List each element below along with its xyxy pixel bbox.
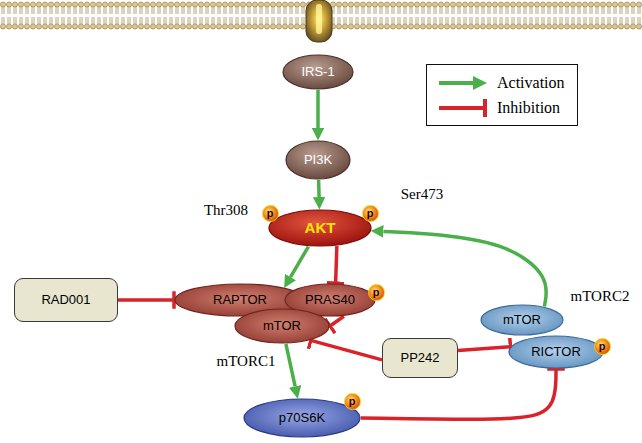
legend-row: Activation: [437, 70, 565, 95]
legend-label: Inhibition: [497, 99, 560, 117]
node-outline: [481, 305, 563, 335]
node-label: IRS-1: [301, 65, 334, 80]
activation-arrow: [316, 90, 320, 128]
inhibition-arrow: [118, 298, 174, 302]
kinase-oval: p70S6K: [243, 398, 361, 438]
node-label: PRAS40: [305, 293, 355, 308]
complex-label: mTORC1: [217, 353, 276, 370]
activation-arrow: [290, 247, 308, 278]
kinase-oval: AKT: [268, 209, 372, 247]
node-label: mTOR: [503, 313, 541, 328]
legend-row: Inhibition: [437, 95, 565, 120]
drug-box: PP242: [382, 338, 458, 378]
phospho-mark: p: [594, 338, 611, 355]
node-label: PI3K: [304, 153, 332, 168]
site-label: Thr308: [204, 202, 248, 219]
inhibition-sample: [437, 99, 489, 117]
activation-arrow: [383, 231, 546, 306]
activation-sample: [437, 74, 489, 92]
drug-box: RAD001: [14, 278, 118, 322]
adaptor-protein: IRS-1: [282, 54, 354, 90]
node-label: RICTOR: [531, 345, 581, 360]
activation-arrow: [286, 344, 295, 386]
node-outline: [235, 309, 329, 343]
complex-subunit: RICTOR: [508, 335, 604, 369]
kinase-oval: PI3K: [285, 140, 351, 180]
inhibition-arrow: [458, 347, 510, 351]
node-label: AKT: [305, 219, 336, 236]
phospho-mark: p: [262, 205, 279, 222]
inhibition-arrow: [336, 246, 337, 283]
node-outline: [509, 336, 603, 368]
legend-label: Activation: [497, 74, 565, 92]
inhibition-arrow: [330, 316, 344, 326]
node-label: RAPTOR: [213, 293, 267, 308]
node-outline: [244, 399, 360, 437]
receptor-channel: [316, 4, 322, 34]
node-outline: [269, 210, 371, 246]
complex-subunit: mTOR: [234, 308, 330, 344]
inhibition-arrow: [311, 340, 382, 360]
legend-box: ActivationInhibition: [426, 64, 578, 126]
phospho-mark: p: [368, 284, 385, 301]
node-outline: [283, 55, 353, 89]
receptor: [306, 0, 332, 42]
complex-subunit: mTOR: [480, 304, 564, 336]
node-label: RAD001: [41, 293, 90, 308]
node-outline: [286, 141, 350, 179]
node-label: PP242: [400, 351, 439, 366]
node-label: p70S6K: [279, 411, 325, 426]
activation-arrow: [317, 180, 321, 197]
site-label: Ser473: [401, 186, 444, 203]
complex-label: mTORC2: [571, 288, 630, 305]
phospho-mark: p: [362, 205, 379, 222]
phospho-mark: p: [344, 393, 361, 410]
node-label: mTOR: [263, 319, 301, 334]
